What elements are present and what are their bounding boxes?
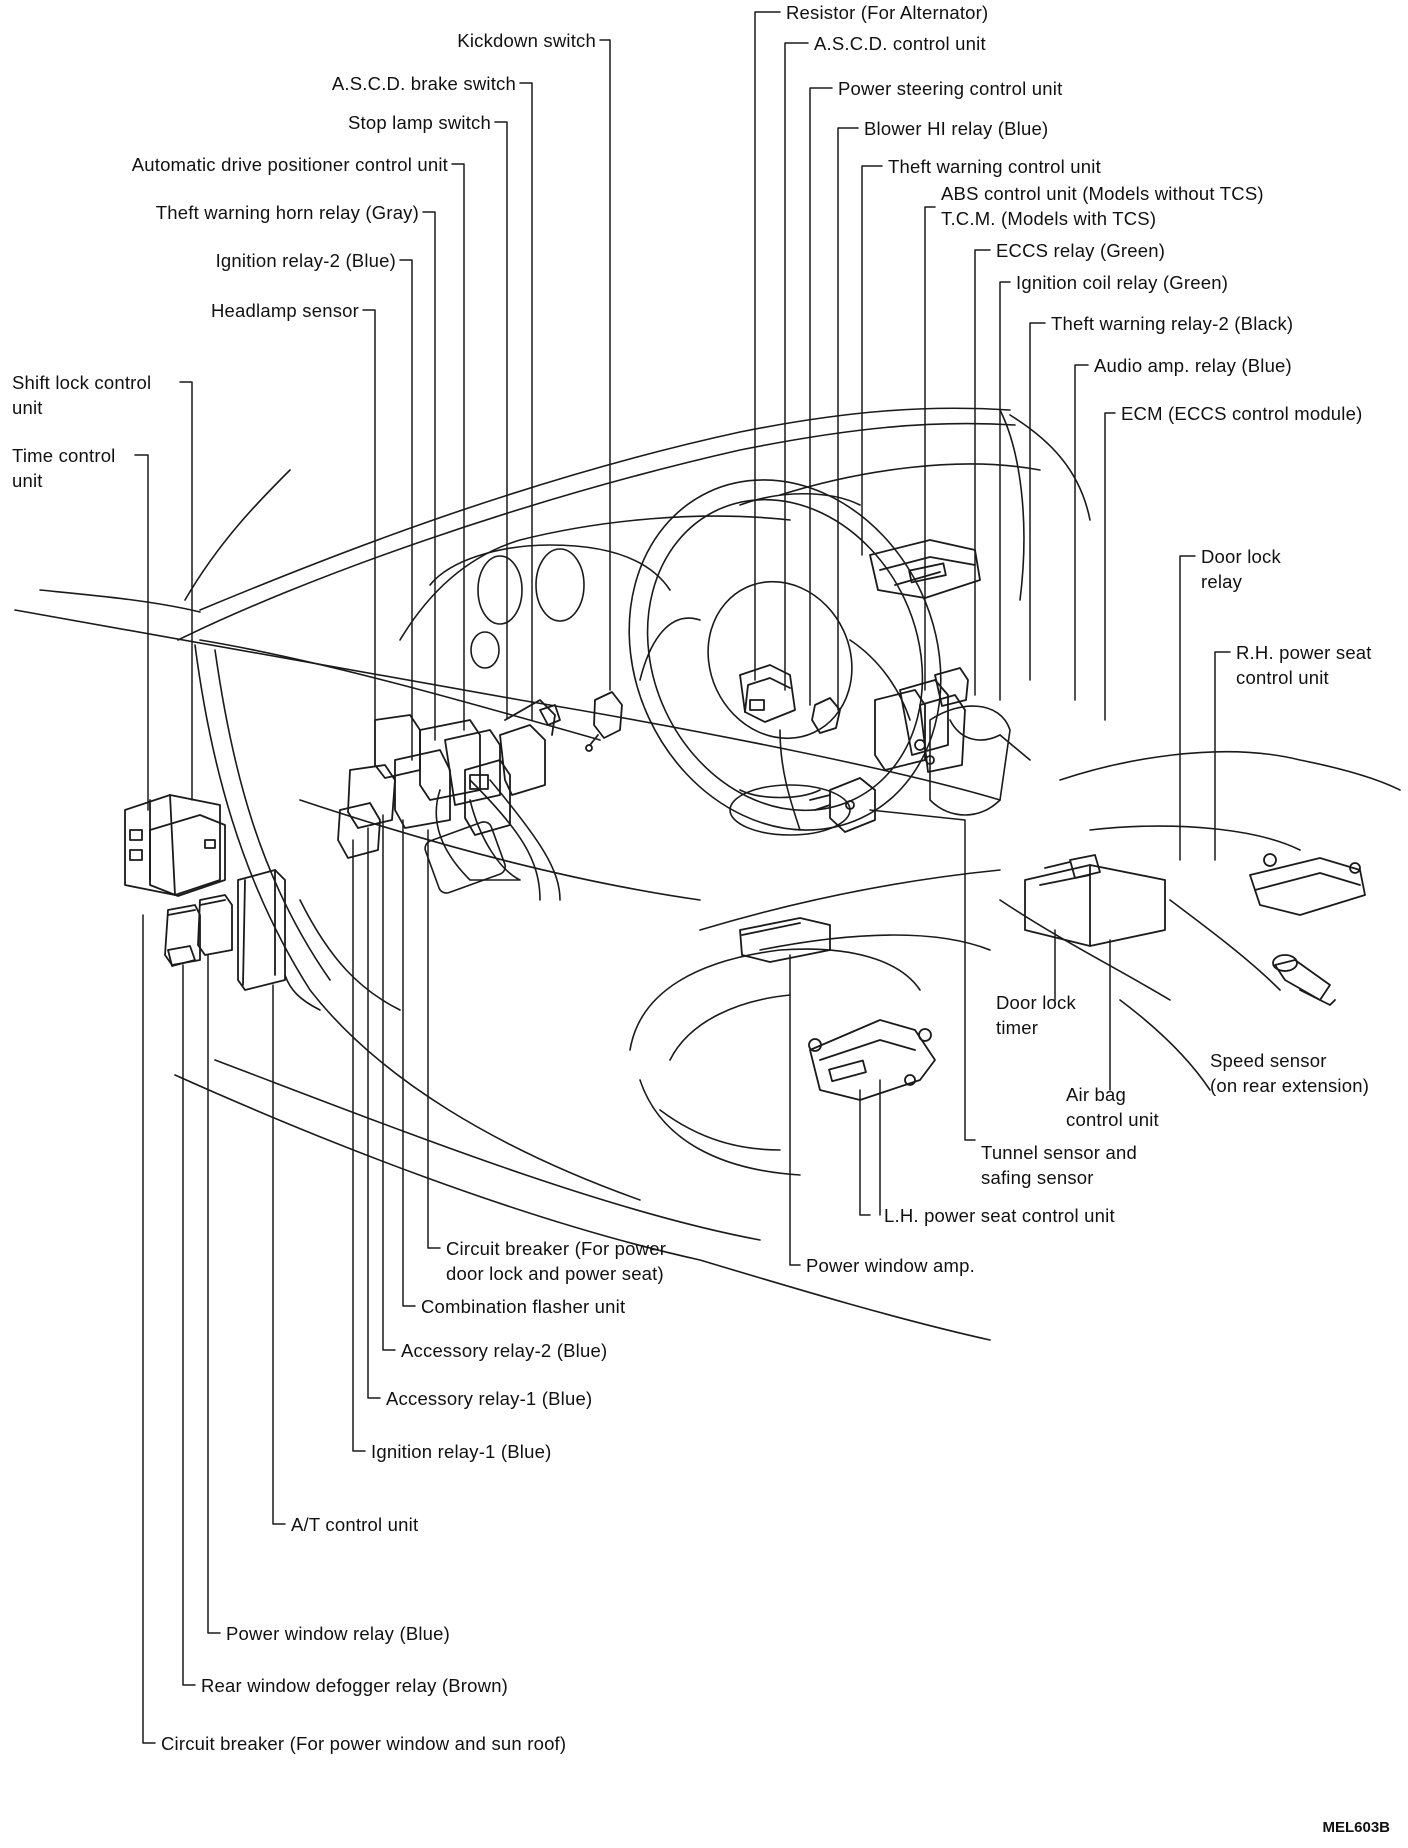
interior-outline bbox=[14, 407, 1401, 1341]
label-ecm: ECM (ECCS control module) bbox=[1121, 403, 1363, 424]
label-headlamp-sensor: Headlamp sensor bbox=[211, 300, 359, 321]
label-rh-power-seat-control-unit: R.H. power seat control unit bbox=[1236, 642, 1372, 688]
kickdown-switch-block bbox=[585, 691, 623, 752]
components bbox=[124, 539, 1366, 1101]
label-accessory-relay-2: Accessory relay-2 (Blue) bbox=[401, 1340, 608, 1361]
power-steering-block bbox=[811, 697, 841, 734]
label-door-lock-relay: Door lock relay bbox=[1201, 546, 1281, 592]
label-power-window-amp: Power window amp. bbox=[806, 1255, 975, 1276]
lh-power-seat-block bbox=[808, 1019, 936, 1101]
label-theft-warning-relay-2: Theft warning relay-2 (Black) bbox=[1051, 313, 1294, 334]
label-ignition-coil-relay: Ignition coil relay (Green) bbox=[1016, 272, 1229, 293]
label-tunnel-sensor: Tunnel sensor and safing sensor bbox=[981, 1142, 1137, 1188]
time-control-unit-block bbox=[149, 814, 226, 897]
circuit-breaker-window-block bbox=[167, 945, 196, 967]
ascd-control-unit-block bbox=[739, 664, 796, 723]
label-door-lock-timer: Door lock timer bbox=[996, 992, 1076, 1038]
label-circuit-breaker-door-lock: Circuit breaker (For power door lock and… bbox=[446, 1238, 667, 1284]
label-speed-sensor: Speed sensor (on rear extension) bbox=[1210, 1050, 1370, 1096]
label-at-control-unit: A/T control unit bbox=[291, 1514, 419, 1535]
label-accessory-relay-1: Accessory relay-1 (Blue) bbox=[386, 1388, 593, 1409]
defogger-relay-block bbox=[164, 904, 201, 966]
label-abs-control-unit: ABS control unit (Models without TCS) T.… bbox=[941, 183, 1264, 229]
label-theft-warning-horn-relay: Theft warning horn relay (Gray) bbox=[155, 202, 419, 223]
power-window-relay-block bbox=[197, 894, 233, 956]
label-resistor-alternator: Resistor (For Alternator) bbox=[786, 2, 989, 23]
figure-code: MEL603B bbox=[1322, 1819, 1390, 1836]
air-bag-control-unit-block bbox=[1024, 854, 1166, 947]
label-shift-lock-control-unit: Shift lock control unit bbox=[12, 372, 152, 418]
label-rear-window-defogger-relay: Rear window defogger relay (Brown) bbox=[201, 1675, 509, 1696]
speed-sensor-block bbox=[1272, 954, 1336, 1006]
label-lh-power-seat-control-unit: L.H. power seat control unit bbox=[884, 1205, 1115, 1226]
tunnel-sensor-block bbox=[809, 777, 876, 833]
leader-lines bbox=[134, 11, 1231, 1744]
label-audio-amp-relay: Audio amp. relay (Blue) bbox=[1094, 355, 1292, 376]
label-time-control-unit: Time control unit bbox=[12, 445, 116, 491]
label-theft-warning-control-unit: Theft warning control unit bbox=[888, 156, 1101, 177]
label-ascd-brake-switch: A.S.C.D. brake switch bbox=[331, 73, 516, 94]
label-power-steering-control-unit: Power steering control unit bbox=[838, 78, 1063, 99]
label-automatic-drive-positioner-control-unit: Automatic drive positioner control unit bbox=[131, 154, 448, 175]
power-window-amp-block bbox=[739, 917, 831, 963]
label-eccs-relay: ECCS relay (Green) bbox=[996, 240, 1166, 261]
label-circuit-breaker-window: Circuit breaker (For power window and su… bbox=[161, 1733, 567, 1754]
rh-power-seat-block bbox=[1249, 853, 1366, 916]
label-ignition-relay-2: Ignition relay-2 (Blue) bbox=[215, 250, 396, 271]
steering-wheel bbox=[628, 479, 942, 836]
at-control-unit-block bbox=[237, 869, 286, 991]
theft-warning-control-unit-block bbox=[869, 539, 981, 599]
label-combination-flasher-unit: Combination flasher unit bbox=[421, 1296, 626, 1317]
label-ascd-control-unit: A.S.C.D. control unit bbox=[814, 33, 986, 54]
left-relay-cluster bbox=[337, 699, 561, 859]
label-air-bag-control-unit: Air bag control unit bbox=[1066, 1084, 1159, 1130]
label-blower-hi-relay: Blower HI relay (Blue) bbox=[864, 118, 1049, 139]
label-ignition-relay-1: Ignition relay-1 (Blue) bbox=[371, 1441, 552, 1462]
label-kickdown-switch: Kickdown switch bbox=[457, 30, 596, 51]
label-power-window-relay: Power window relay (Blue) bbox=[226, 1623, 451, 1644]
label-stop-lamp-switch: Stop lamp switch bbox=[347, 112, 491, 133]
right-relay-cluster bbox=[874, 667, 969, 773]
